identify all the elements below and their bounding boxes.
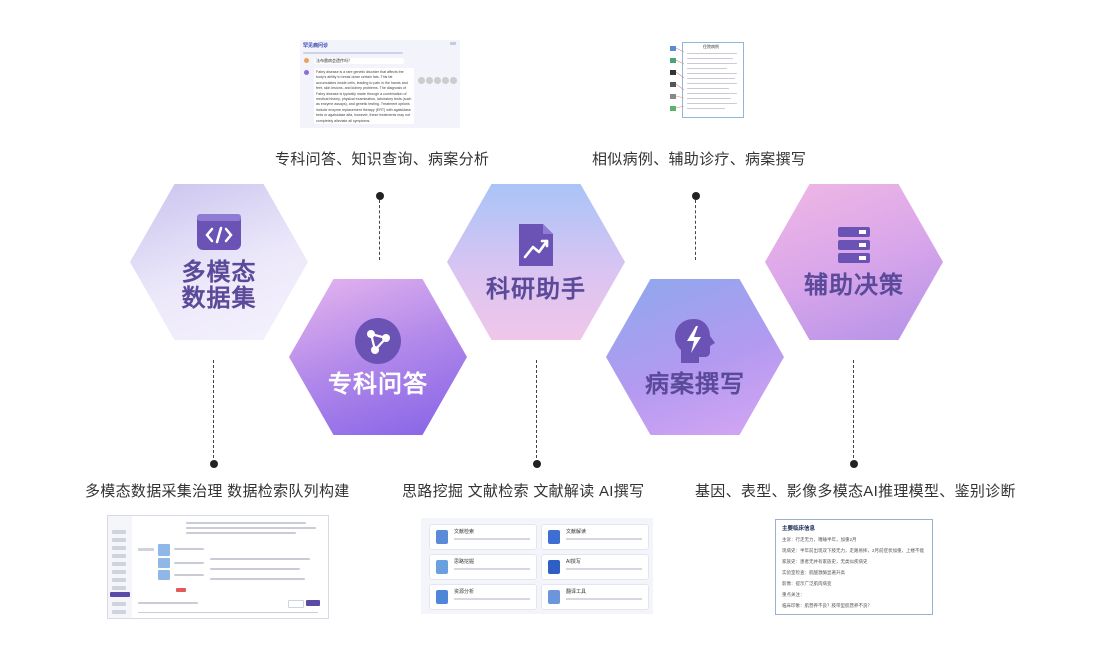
research-card-title: AI撰写	[566, 559, 581, 565]
star-icon	[426, 77, 433, 84]
thumb-qa-subtitle-line	[303, 52, 403, 54]
user-avatar-icon	[304, 58, 309, 63]
code-window-icon	[197, 214, 241, 250]
book-icon	[548, 530, 560, 544]
analysis-icon	[436, 590, 448, 604]
connector-line	[536, 360, 537, 458]
chart-document-icon	[519, 224, 553, 266]
record-side-icon	[670, 70, 676, 75]
caption-top-left: 专科问答、知识查询、病案分析	[275, 151, 490, 168]
thumb-chart-bar	[158, 544, 170, 556]
thumb-sidebar-active	[110, 592, 130, 597]
thumb-button	[288, 600, 304, 608]
bot-avatar-icon	[304, 70, 309, 75]
star-icon	[418, 77, 425, 84]
decision-line: 现病史：半年前出现双下肢无力，走路易摔，2月前症状加重，上楼不能	[782, 548, 924, 553]
record-side-icon	[670, 58, 676, 63]
connector-line	[213, 360, 214, 458]
research-screenshot-thumbnail: 文献检索 文献解读 思路挖掘 AI撰写 资源分析 翻译工具	[421, 518, 653, 614]
caption-bottom-left: 多模态数据采集治理 数据检索队列构建	[85, 483, 350, 500]
record-side-icon	[670, 82, 676, 87]
connector-dot	[692, 192, 700, 200]
research-card: AI撰写	[541, 554, 649, 580]
record-side-icon	[670, 94, 676, 99]
hex-multimodal-dataset: 多模态 数据集	[130, 184, 308, 340]
research-card: 翻译工具	[541, 584, 649, 610]
decision-line: 临床印象：肌营养不良？肢带型肌营养不良？	[782, 603, 872, 608]
head-lightning-icon	[675, 319, 715, 363]
record-side-icon	[670, 46, 676, 51]
decision-line: 重点关注：	[782, 592, 805, 597]
rating-stars	[418, 71, 458, 89]
record-connector-lines	[676, 47, 685, 109]
caption-top-right: 相似病例、辅助诊疗、病案撰写	[592, 151, 807, 168]
research-card-title: 文献解读	[566, 529, 587, 535]
caption-bottom-right: 基因、表型、影像多模态AI推理模型、鉴别诊断	[695, 483, 1016, 500]
share-nodes-icon	[355, 318, 401, 364]
caption-bottom-center: 思路挖掘 文献检索 文献解读 AI撰写	[402, 483, 645, 500]
connector-dot	[533, 460, 541, 468]
thumb-qa-answer: Fabry disease is a rare genetic disorder…	[316, 70, 412, 123]
research-card: 文献检索	[429, 524, 537, 550]
hex-research-assistant: 科研助手	[447, 184, 625, 340]
bulb-icon	[436, 560, 448, 574]
translate-icon	[548, 590, 560, 604]
thumb-chart-bar	[158, 558, 170, 568]
connector-line	[695, 200, 696, 260]
thumb-qa-question-bubble: 法布雷病会遗传吗？	[314, 58, 404, 64]
thumb-qa-close-mark	[450, 42, 456, 45]
decision-line: 主诉：行走无力，嗜睡半年，加重2月	[782, 537, 857, 542]
thumb-decision-title: 主要临床信息	[782, 526, 816, 532]
document-icon	[436, 530, 448, 544]
thumb-qa-question: 法布雷病会遗传吗？	[316, 58, 352, 63]
thumb-button	[306, 600, 320, 606]
research-card-title: 资源分析	[454, 589, 475, 595]
research-card: 资源分析	[429, 584, 537, 610]
dataset-screenshot-thumbnail	[107, 515, 329, 619]
hex-label-multimodal: 多模态 数据集	[182, 260, 257, 312]
hex-label-qa: 专科问答	[328, 371, 428, 398]
star-icon	[442, 77, 449, 84]
hex-decision-support: 辅助决策	[765, 184, 943, 340]
star-icon	[434, 77, 441, 84]
research-card-title: 思路挖掘	[454, 559, 475, 565]
research-card-title: 文献检索	[454, 529, 475, 535]
decision-line: 实验室检查：肌酸激酶显著升高	[782, 570, 845, 575]
hex-label-line1: 多模态	[181, 259, 257, 286]
pen-icon	[548, 560, 560, 574]
hex-case-writing: 病案撰写	[606, 279, 784, 435]
research-card: 思路挖掘	[429, 554, 537, 580]
decision-screenshot-thumbnail: 主要临床信息 主诉：行走无力，嗜睡半年，加重2月 现病史：半年前出现双下肢无力，…	[775, 519, 933, 615]
record-side-icon	[670, 106, 676, 111]
connector-line	[853, 360, 854, 458]
decision-line: 家族史：患者无并有家族史，无类似疾病史	[782, 559, 868, 564]
record-sheet: 住院病例	[682, 42, 744, 118]
research-card: 文献解读	[541, 524, 649, 550]
star-icon	[450, 77, 457, 84]
decision-line: 影像：提示广泛肌肉病变	[782, 581, 832, 586]
thumb-qa-answer-box: Fabry disease is a rare genetic disorder…	[314, 68, 414, 124]
connector-line	[379, 200, 380, 260]
thumb-red-tag	[176, 588, 186, 592]
connector-dot	[850, 460, 858, 468]
hex-specialist-qa: 专科问答	[289, 279, 467, 435]
connector-dot	[210, 460, 218, 468]
thumb-qa-title: 罕见病问诊	[303, 43, 329, 49]
thumb-chart-bar	[158, 570, 170, 580]
qa-screenshot-thumbnail: 罕见病问诊 法布雷病会遗传吗？ Fabry disease is a rare …	[300, 40, 460, 128]
hex-label-case: 病案撰写	[645, 371, 745, 398]
case-record-thumbnail: 住院病例	[668, 40, 744, 118]
hex-label-line2: 数据集	[181, 285, 257, 312]
hex-label-decision: 辅助决策	[804, 272, 904, 299]
hex-label-research: 科研助手	[486, 276, 586, 303]
server-stack-icon	[838, 227, 870, 263]
connector-dot	[376, 192, 384, 200]
research-card-title: 翻译工具	[566, 589, 587, 595]
thumb-record-title: 住院病例	[703, 44, 719, 49]
